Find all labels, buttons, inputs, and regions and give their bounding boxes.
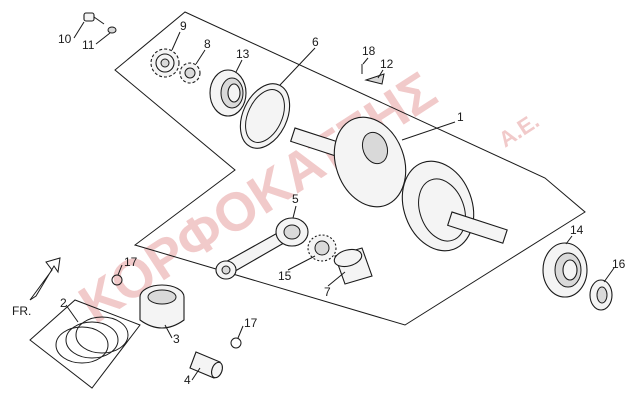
part-crank-pin [333, 247, 373, 285]
part-washer [107, 26, 117, 34]
callout-17-upper: 17 [124, 255, 138, 269]
part-connecting-rod [215, 217, 309, 280]
front-label: FR. [12, 304, 31, 318]
piston-rings-group-outline [29, 299, 141, 389]
part-piston-pin [189, 351, 223, 379]
callout-18: 18 [362, 44, 376, 58]
callout-14: 14 [570, 223, 584, 237]
crankshaft-group-outline [114, 11, 586, 326]
part-seal-right [589, 279, 613, 311]
part-bearing-right [542, 242, 588, 298]
part-sprocket-large [150, 48, 180, 78]
part-sprocket-small [179, 62, 201, 84]
callout-15: 15 [278, 269, 292, 283]
callout-7: 7 [324, 285, 331, 299]
callout-17-lower: 17 [244, 316, 258, 330]
callout-13: 13 [236, 47, 250, 61]
callout-8: 8 [204, 37, 211, 51]
part-piston-rings [55, 316, 129, 364]
part-piston [139, 284, 185, 329]
part-key [364, 73, 385, 85]
leader-lines [65, 21, 615, 381]
callout-9: 9 [180, 19, 187, 33]
part-bolt [83, 12, 105, 25]
part-crankshaft-left [289, 116, 407, 208]
watermark-suffix: A.E. [494, 108, 544, 152]
callout-12: 12 [380, 57, 394, 71]
part-crankshaft-right [401, 160, 508, 252]
callout-10: 10 [58, 32, 72, 46]
part-oil-seal [239, 83, 291, 149]
callout-3: 3 [173, 332, 180, 346]
part-bearing-left [209, 69, 247, 117]
watermark-suffix-text: A.E. [494, 108, 544, 152]
part-circlip-upper [111, 274, 123, 286]
callout-6: 6 [312, 35, 319, 49]
part-needle-bearing [307, 234, 337, 262]
callout-5: 5 [292, 192, 299, 206]
part-circlip-lower [230, 337, 242, 349]
callout-labels: 1 2 3 4 5 6 7 8 9 10 11 12 13 14 15 16 1… [58, 19, 626, 387]
callout-4: 4 [184, 373, 191, 387]
callout-11: 11 [82, 38, 95, 52]
callout-1: 1 [457, 110, 464, 124]
front-direction-arrow: FR. [12, 257, 61, 318]
callout-2: 2 [60, 296, 67, 310]
callout-16: 16 [612, 257, 626, 271]
